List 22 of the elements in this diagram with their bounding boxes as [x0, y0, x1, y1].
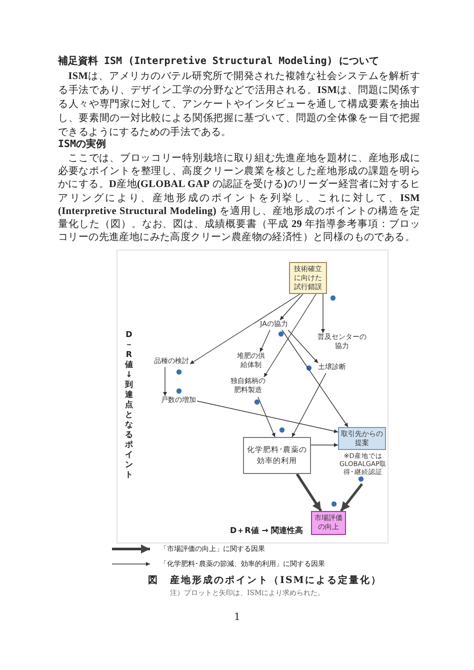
page-title: 補足資料 ISM (Interpretive Structural Modeling) について	[58, 54, 379, 68]
arrow	[310, 443, 338, 447]
body-paragraph: ISMは、アメリカのバテル研究所で開発された複雑な社会システムを解析する手法であり、デザイン工学の分野などで活用される。ISMは、問題に関係する人々や専門家に対して、アンケートやインタビューを通して構成要素を抽出し、要素間の一対比較による関係把握に基づいて、問題の全体像を一目で把握できるようにするための手法である。	[58, 70, 420, 138]
arrow	[163, 366, 167, 396]
section-heading: ISMの実例	[58, 137, 106, 151]
arrow	[280, 294, 304, 320]
body-paragraph: ここでは、ブロッコリー特別栽培に取り組む先進産地を題材に、産地形成に必要なポイントを整理し、高度クリーン農業を核とした産地形成の課題を明らかにする。D産地(GLOBAL GAP の認証を受ける)のリーダー経営者に対するヒアリングにより、産地形成のポイントを列挙し、これに対して、ISM (Interpretive Structural Modeling) を適用し、産地形成のポイントの構造を定量化した（図）。なお、図は、成績概要書（平成 29 年指導参考事項：ブロッコリーの先進産地にみた高度クリーン農産物の経済性）と同様のものである。	[58, 152, 420, 244]
arrow	[282, 330, 348, 428]
arrow	[264, 294, 316, 378]
axis-label: D－R値↓到達点となるポイント	[124, 330, 134, 480]
arrow	[296, 473, 322, 512]
arrow	[196, 400, 338, 434]
arrow	[321, 294, 325, 334]
arrow	[340, 483, 364, 512]
arrow	[258, 396, 276, 438]
axis-label: D＋R値 → 関連性高	[230, 525, 304, 536]
arrow	[292, 372, 326, 438]
figure-caption: 図 産地形成のポイント（ISMによる定量化）	[148, 574, 382, 587]
arrow	[190, 294, 300, 364]
arrow	[260, 330, 270, 352]
page-number: 1	[234, 612, 240, 623]
arrow	[288, 330, 318, 364]
